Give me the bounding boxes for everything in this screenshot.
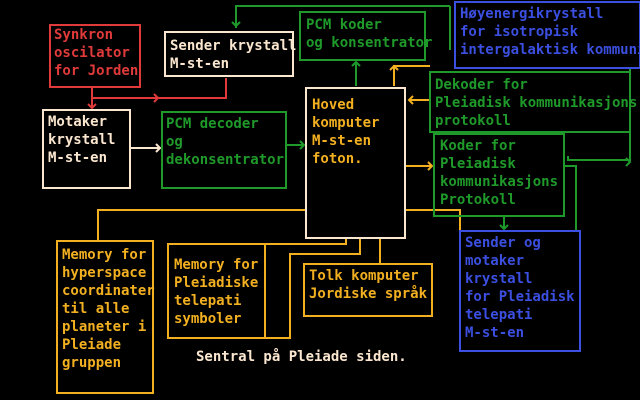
box-koder-line: Protokoll [440,192,516,208]
connector-hoved-memory-telepati [265,238,347,245]
box-memory-hyperspace: Memory for hyperspace coordinater til alle p… [56,240,155,394]
diagram-caption: Sentral på Pleiade siden. [196,348,407,365]
box-pcm-decoder-line: og [166,134,183,150]
box-sender-motaker-border [459,230,581,352]
box-dekoder-line: protokoll [435,113,511,129]
arrowhead [499,224,509,231]
box-sender-krystall-border [164,31,294,77]
box-pcm-decoder-border [161,111,287,189]
box-hoyenergi-line: for isotropisk [460,24,579,40]
box-memory-hyperspace-line: Memory for [62,247,146,263]
box-sender-motaker: Sender og motaker krystall for Pleiadisk tel… [459,230,581,352]
box-memory-hyperspace-line: hyperspace [62,265,146,281]
box-sender-motaker-line: for Pleiadisk [465,289,575,305]
box-hoyenergi-border [454,1,640,69]
arrowhead [155,143,162,153]
box-synkron: Synkron oscilator for Jorden [49,24,141,88]
box-memory-hyperspace-line: Pleiade [62,337,121,353]
box-pcm-decoder: PCM decoder og dekonsentrator [161,111,287,189]
box-sender-motaker-line: telepati [465,307,532,323]
box-sender-krystall-line: Sender krystall [170,38,296,54]
box-tolk-komputer-line: Jordiske språk [309,285,428,302]
connector-hoved-memory-hyperspace [97,209,306,241]
box-hoyenergi: Høyenergikrystall for isotropisk intergala… [454,1,640,69]
arrowhead [389,64,399,71]
box-hoved-komputer-line: Hoved [312,97,354,113]
box-hoved-komputer-border [305,87,406,239]
arrowhead [427,161,434,171]
box-pcm-koder-border [299,11,426,61]
arrowhead [231,21,241,28]
box-pcm-koder: PCM koder og konsentrator [299,11,432,61]
box-memory-telepati-line: symboler [174,311,241,327]
box-synkron-line: Synkron [54,27,113,43]
box-memory-telepati-line: telepati [174,293,241,309]
box-koder-line: kommunikasjons [440,174,558,190]
box-memory-hyperspace-line: til alle [62,301,129,317]
box-koder-border [433,133,565,217]
connector-memory-telepati-side [265,238,361,339]
box-sender-krystall-line: M-st-en [170,56,229,72]
box-synkron-line: for Jorden [54,63,138,79]
box-hoyenergi-line: intergalaktisk kommuni [460,42,640,58]
box-koder-line: Pleiadisk [440,156,516,172]
connector-top [235,5,450,28]
box-memory-hyperspace-line: gruppen [62,355,121,371]
arrowhead [351,60,361,67]
box-sender-motaker-line: krystall [465,271,532,287]
box-synkron-border [49,24,141,88]
box-hoved-komputer-line: M-st-en [312,133,371,149]
box-tolk-komputer-border [303,263,433,317]
box-pcm-decoder-line: dekonsentrator [166,152,284,168]
box-sender-motaker-line: M-st-en [465,325,524,341]
box-memory-hyperspace-line: coordinater [62,283,155,299]
connectors [87,5,632,339]
box-memory-telepati-line: Pleiadiske [174,275,258,291]
box-motaker-krystall-line: M-st-en [48,150,107,166]
arrowhead [407,95,414,105]
box-dekoder-border [429,71,631,133]
connector-synkron-sender-up [126,78,227,99]
box-dekoder-line: Pleiadisk kommunikasjons [435,95,637,111]
box-memory-telepati-line: Memory for [174,257,258,273]
box-memory-telepati-border [167,243,266,339]
box-dekoder-line: Dekoder for [435,77,528,93]
box-pcm-koder-line: og konsentrator [306,35,432,51]
box-hoyenergi-line: Høyenergikrystall [460,6,603,22]
arrowhead [625,157,632,167]
box-sender-motaker-line: Sender og [465,235,541,251]
arrowhead [299,140,306,150]
connector-hoved-sender [405,209,461,231]
box-synkron-line: oscilator [54,45,130,61]
box-hoved-komputer-line: foton. [312,151,363,167]
box-pcm-koder-line: PCM koder [306,17,382,33]
box-memory-hyperspace-line: planeter i [62,319,146,335]
box-memory-hyperspace-border [56,240,154,394]
arrowhead [87,103,97,110]
box-motaker-krystall-line: krystall [48,132,115,148]
box-motaker-krystall-border [42,109,131,189]
boxes: Synkron oscilator for Jorden Sender krystal… [42,1,640,394]
box-koder-line: Koder for [440,138,516,154]
box-tolk-komputer-line: Tolk komputer [309,268,419,284]
box-pcm-decoder-line: PCM decoder [166,116,259,132]
connector-koder-blue [564,165,577,231]
box-sender-motaker-line: motaker [465,253,524,269]
box-hoved-komputer-line: komputer [312,115,379,131]
box-motaker-krystall-line: Motaker [48,114,107,130]
